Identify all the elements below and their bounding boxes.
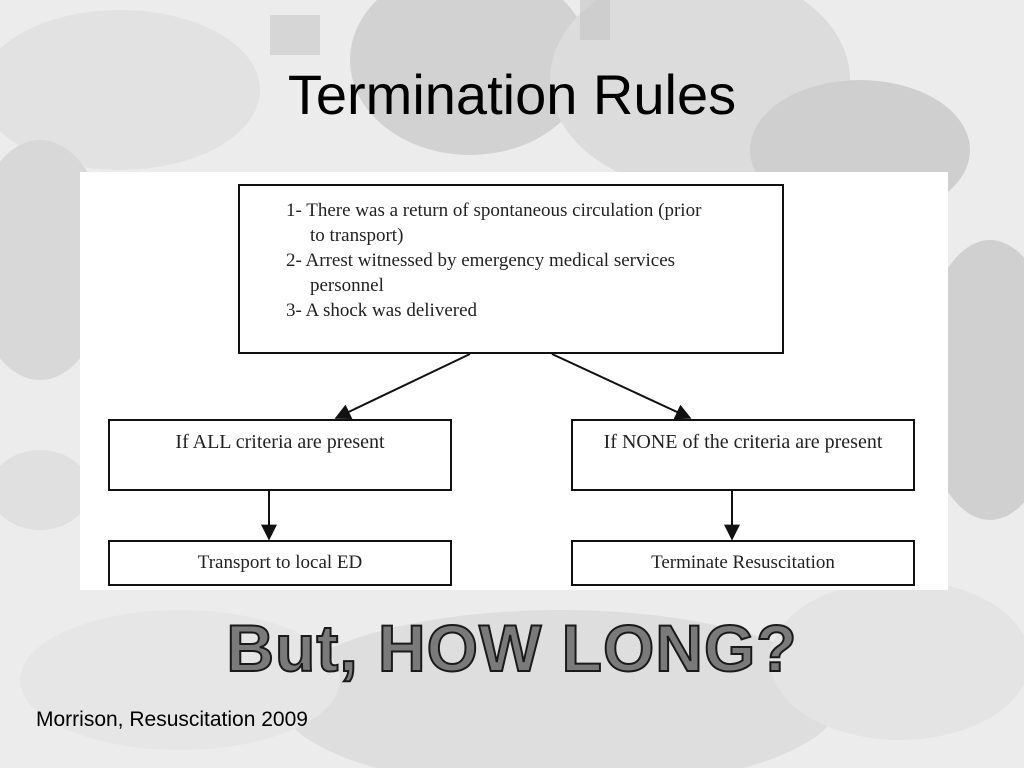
slide-title: Termination Rules xyxy=(287,63,737,126)
outcome-transport-box: Transport to local ED xyxy=(108,540,452,586)
outcome-terminate-box: Terminate Resuscitation xyxy=(571,540,915,586)
arrow-to-all xyxy=(334,353,471,420)
slide-tagline: But, HOW LONG? xyxy=(225,610,798,686)
branch-all-criteria-box: If ALL criteria are present xyxy=(108,419,452,491)
criterion-2: 2- Arrest witnessed by emergency medical… xyxy=(286,250,676,296)
branch-none-criteria-box: If NONE of the criteria are present xyxy=(571,419,915,491)
flowchart-panel: 1- There was a return of spontaneous cir… xyxy=(80,172,948,590)
criterion-3: 3- A shock was delivered xyxy=(286,300,478,321)
criteria-box: 1- There was a return of spontaneous cir… xyxy=(238,184,784,354)
citation: Morrison, Resuscitation 2009 xyxy=(36,708,308,731)
flowchart-arrows xyxy=(261,353,740,541)
arrow-to-none xyxy=(551,353,692,420)
criterion-1: 1- There was a return of spontaneous cir… xyxy=(286,200,702,246)
